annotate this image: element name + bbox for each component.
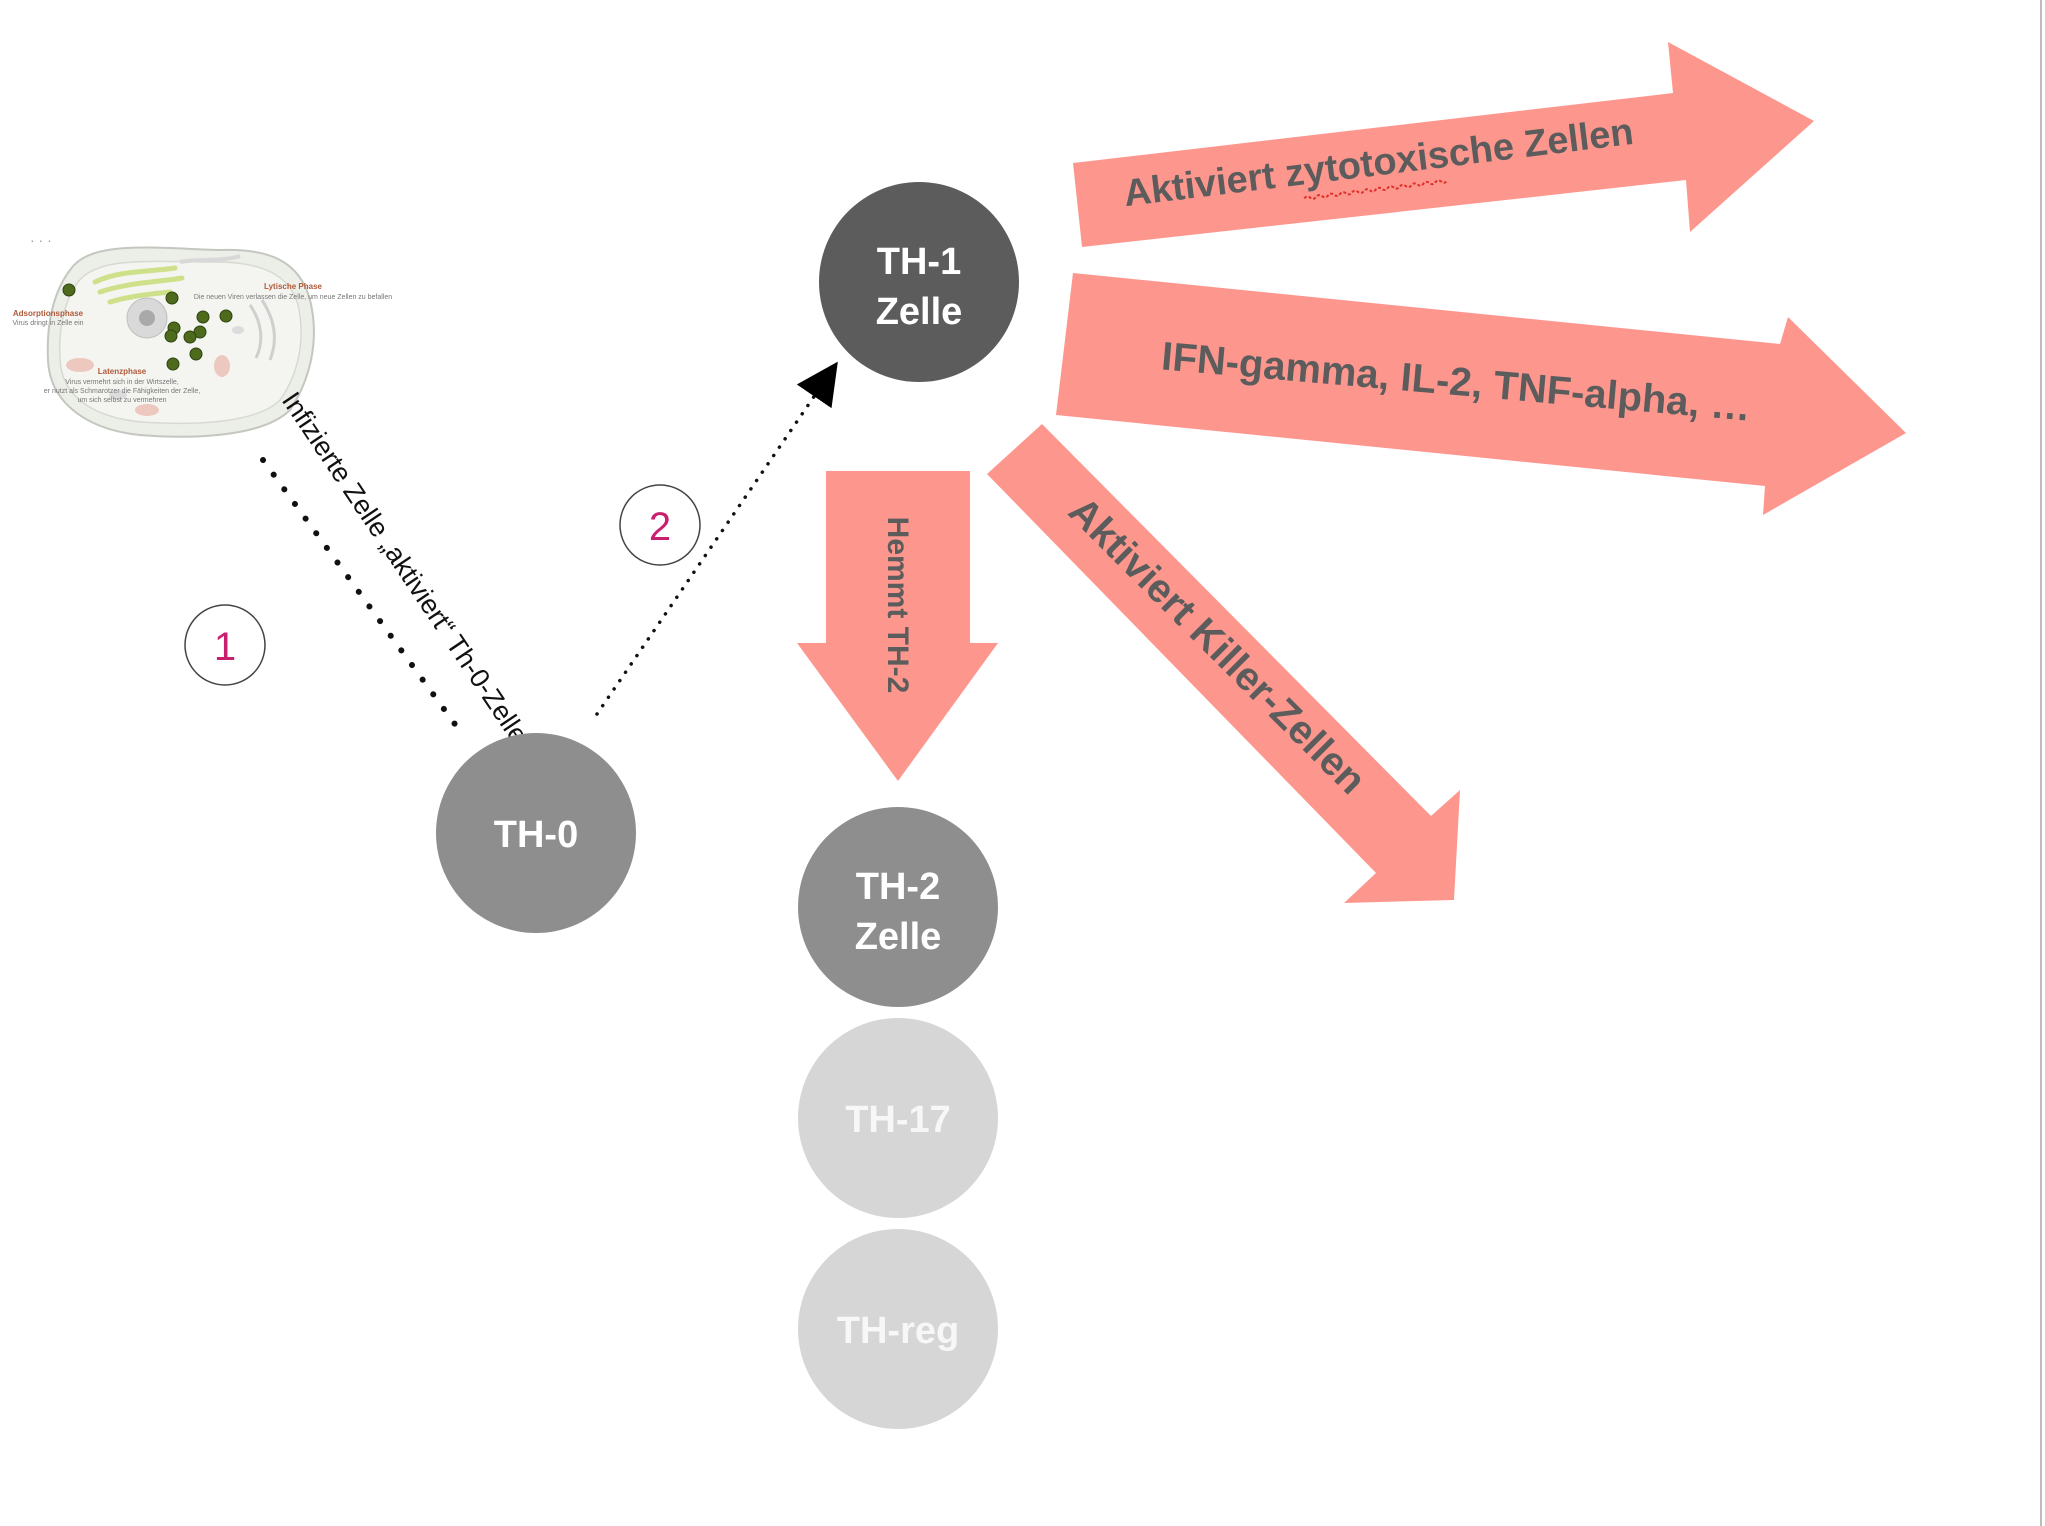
phase-lytic-title: Lytische Phase [264,282,323,291]
phase-latency-title: Latenzphase [98,367,147,376]
node-threg: TH-reg [798,1229,998,1429]
phase-lytic-note: Die neuen Viren verlassen die Zelle, um … [194,294,392,301]
step-1-badge: 1 [184,604,266,686]
corner-mark: · · · [30,232,52,248]
phase-latency-note-2: er nutzt als Schmarotzer die Fähigkeiten… [44,388,200,395]
node-th0: TH-0 [436,733,636,933]
infected-cell-illustration: Adsorptionsphase Virus dringt in Zelle e… [12,246,392,438]
node-th2-line2: Zelle [855,916,942,958]
node-th17: TH-17 [798,1018,998,1218]
arrow-inhibits-th2-label: Hemmt TH-2 [881,517,914,694]
infected-to-th0-connector [260,457,460,730]
node-threg-label: TH-reg [837,1310,959,1352]
phase-latency-note-1: Virus vermehrt sich in der Wirtszelle, [65,379,179,386]
arrow-killer-cells: Aktiviert Killer-Zellen [987,424,1460,903]
infected-to-th0-label: Infizierte Zelle „aktiviert“ Th-0-Zelle [276,387,534,749]
step-1-number: 1 [214,625,236,669]
node-th1-line1: TH-1 [877,241,961,283]
node-th0-label: TH-0 [494,814,578,856]
arrow-cytokines: IFN-gamma, IL-2, TNF-alpha, … [1056,273,1906,515]
node-th2: TH-2 Zelle [798,807,998,1007]
step-2-badge: 2 [619,484,701,566]
step-2-number: 2 [649,505,671,549]
node-th1: TH-1 Zelle [819,182,1019,382]
th0-to-th1-connector [595,361,838,716]
arrow-killer-cells-label: Aktiviert Killer-Zellen [1060,489,1374,803]
node-th2-line1: TH-2 [856,866,940,908]
arrow-cytotoxic: Aktiviert zytotoxische Zellen [1073,42,1814,247]
phase-latency-note-3: um sich selbst zu vermehren [77,397,166,404]
node-th17-label: TH-17 [845,1099,951,1141]
spellcheck-underline [1303,179,1449,200]
phase-adsorption-title: Adsorptionsphase [13,309,84,318]
arrow-inhibits-th2: Hemmt TH-2 [797,471,998,781]
node-th1-line2: Zelle [876,291,963,333]
phase-adsorption-note: Virus dringt in Zelle ein [12,320,83,327]
